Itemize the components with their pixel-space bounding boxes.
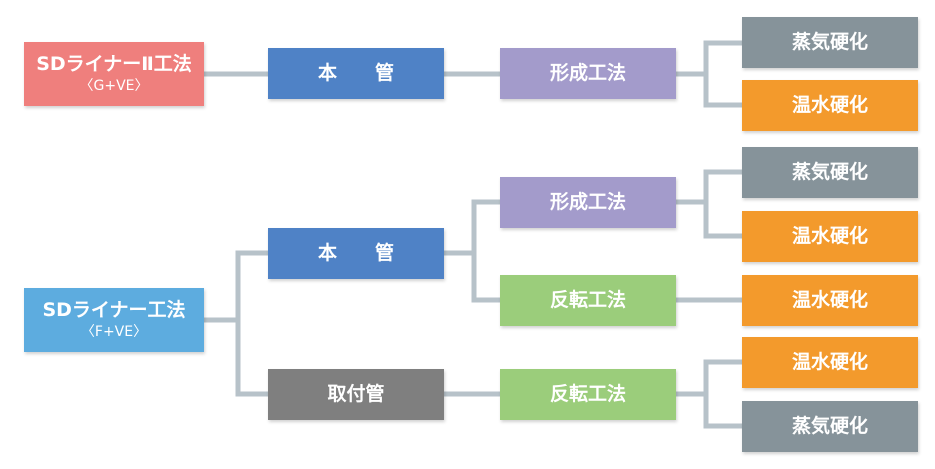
root-title-g1: SDライナーⅡ工法 [36,53,192,76]
form-steam-cure-node-g2: 蒸気硬化 [742,147,918,198]
hotwater-cure-node-g1: 温水硬化 [742,80,918,131]
connector-g1-method-steam [673,40,745,77]
connector-g2-form-hotwater [703,199,745,239]
connector-g2-pipe-form [441,199,503,256]
form-hotwater-cure-label-g2: 温水硬化 [791,224,868,247]
lateral-hotwater-cure-node-g2: 温水硬化 [742,337,918,388]
invert-method-node-g2: 反転工法 [500,275,676,326]
steam-cure-node-g1: 蒸気硬化 [742,17,918,68]
root-node-g1: SDライナーⅡ工法 〈G+VE〉 [24,42,204,106]
root-sub-g2: 〈F+VE〉 [80,323,148,340]
form-method-label-g1: 形成工法 [549,61,626,84]
pipe-label-g2: 本 管 [317,241,394,264]
connector-g2-lateral-hotwater [673,359,745,397]
connector-g2-root-lateral [235,317,271,397]
lateral-hotwater-cure-label-g2: 温水硬化 [791,350,868,373]
root-sub-g1: 〈G+VE〉 [79,77,149,94]
lateral-steam-cure-label-g2: 蒸気硬化 [791,414,868,437]
connector-g2-root-pipe [201,250,271,323]
connector-g2-pipe-invert [471,250,503,303]
form-method-node-g2: 形成工法 [500,177,676,228]
invert-hotwater-cure-node-g2: 温水硬化 [742,275,918,326]
pipe-node-g1: 本 管 [268,48,444,99]
form-steam-cure-label-g2: 蒸気硬化 [791,160,868,183]
lateral-steam-cure-node-g2: 蒸気硬化 [742,401,918,452]
connector-g1-method-hotwater [703,71,745,108]
lateral-node-g2: 取付管 [268,369,444,420]
invert-hotwater-cure-label-g2: 温水硬化 [791,288,868,311]
lateral-label-g2: 取付管 [327,382,385,405]
root-title-g2: SDライナー工法 [42,299,186,322]
connector-g2-lateral-steam [703,391,745,429]
lateral-invert-method-node-g2: 反転工法 [500,369,676,420]
hotwater-cure-label-g1: 温水硬化 [791,93,868,116]
connector-g2-form-steam [673,169,745,205]
pipe-label-g1: 本 管 [317,61,394,84]
form-hotwater-cure-node-g2: 温水硬化 [742,211,918,262]
steam-cure-label-g1: 蒸気硬化 [791,30,868,53]
lateral-invert-method-label-g2: 反転工法 [549,382,626,405]
root-node-g2: SDライナー工法 〈F+VE〉 [24,288,204,352]
invert-method-label-g2: 反転工法 [549,288,626,311]
form-method-label-g2: 形成工法 [549,190,626,213]
form-method-node-g1: 形成工法 [500,48,676,99]
pipe-node-g2: 本 管 [268,228,444,279]
